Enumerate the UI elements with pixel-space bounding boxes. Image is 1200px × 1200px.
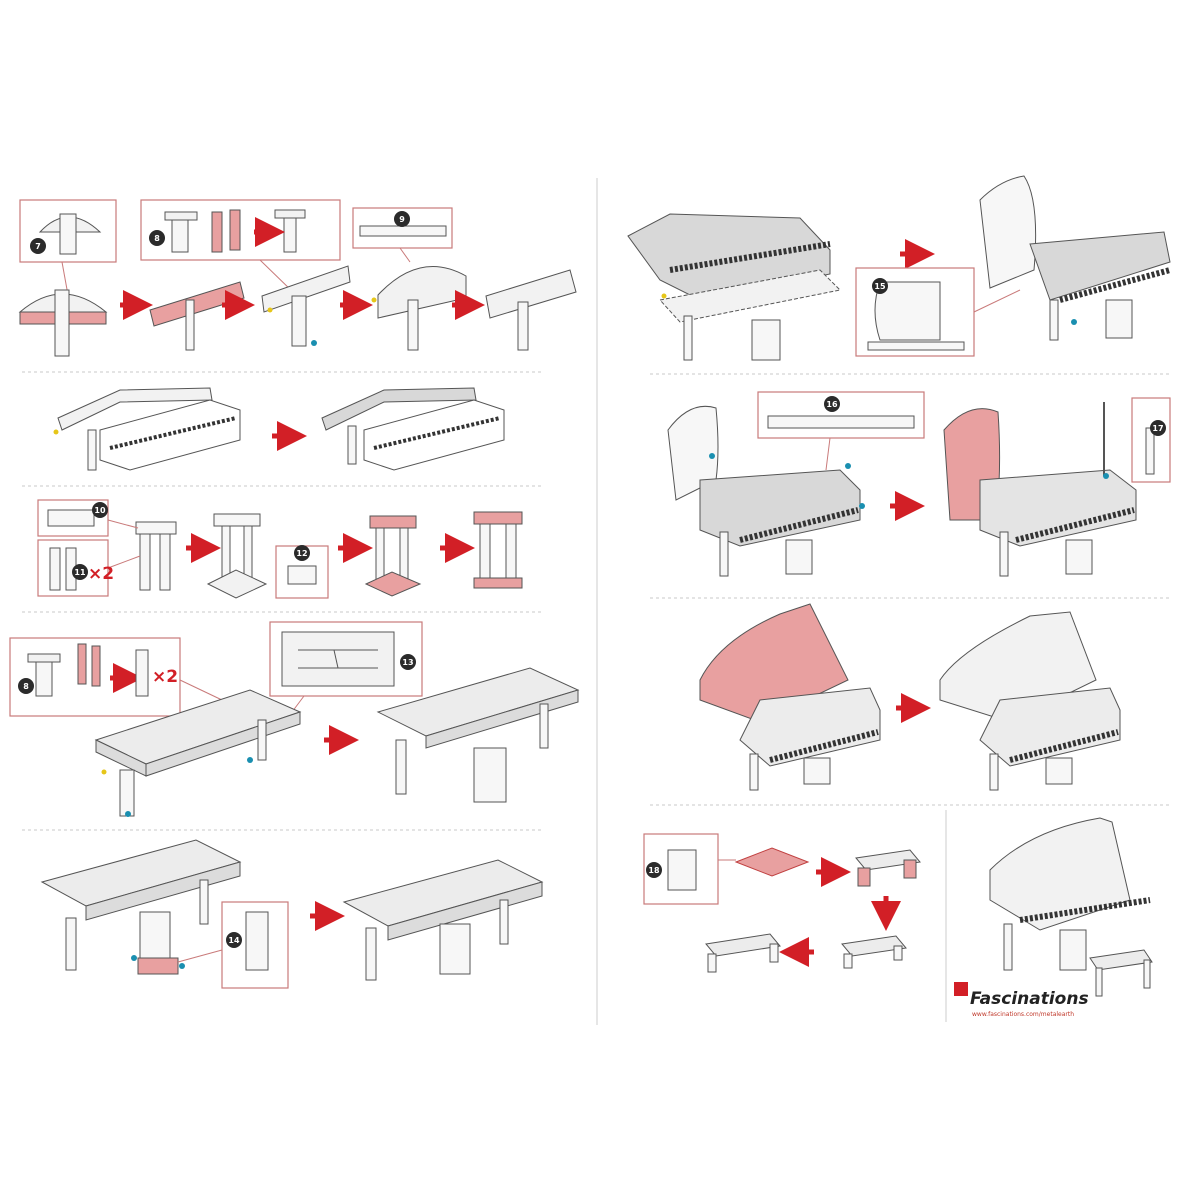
step-badge-8b: 8 [18,678,34,694]
step-number: 18 [648,866,660,875]
row5-pedal-assembly [40,839,544,989]
step-number: 10 [94,506,106,515]
step-badge-14: 14 [226,932,242,948]
step-number: 7 [35,242,41,251]
multiplier-x2-step8: ×2 [152,667,178,687]
step-number: 8 [23,682,29,691]
step-number: 16 [826,400,838,409]
step-number: 14 [228,936,240,945]
right-row4-bench [643,817,1153,997]
step-badge-16: 16 [824,396,840,412]
step-badge-12: 12 [294,545,310,561]
right-row3-lid [699,603,1121,791]
step-badge-10: 10 [92,502,108,518]
step-badge-17: 17 [1150,420,1166,436]
step-number: 9 [399,215,405,224]
step-number: 13 [402,658,413,667]
row4-base-frame [9,621,580,817]
brand-logo-icon [954,982,968,996]
row1-steps-7-9 [18,199,577,357]
step-badge-7: 7 [30,238,46,254]
right-row2-music-stand [667,391,1171,577]
step-badge-15: 15 [872,278,888,294]
step-badge-11: 11 [72,564,88,580]
step-number: 17 [1152,424,1163,433]
right-row1-lid-support [627,175,1171,361]
step-number: 11 [74,568,86,577]
step-number: 15 [874,282,886,291]
step-badge-8: 8 [149,230,165,246]
step-badge-9: 9 [394,211,410,227]
step-number: 12 [296,549,307,558]
row-separators-right [650,373,1170,806]
brand-url: www.fascinations.com/metalearth [972,1011,1074,1018]
row3-legs-assembly [37,499,523,599]
row-separators-left [22,371,542,831]
step-number: 8 [154,234,160,243]
multiplier-x2-step11: ×2 [88,564,114,584]
step-badge-13: 13 [400,654,416,670]
yellow-marker [267,307,273,313]
brand-name: Fascinations [970,989,1089,1009]
step16-callout [757,391,925,439]
brand-logo: Fascinations www.fascinations.com/metale… [954,982,1089,1018]
blue-marker [311,340,317,346]
row2-body-assembly [53,387,505,471]
step-badge-18: 18 [646,862,662,878]
